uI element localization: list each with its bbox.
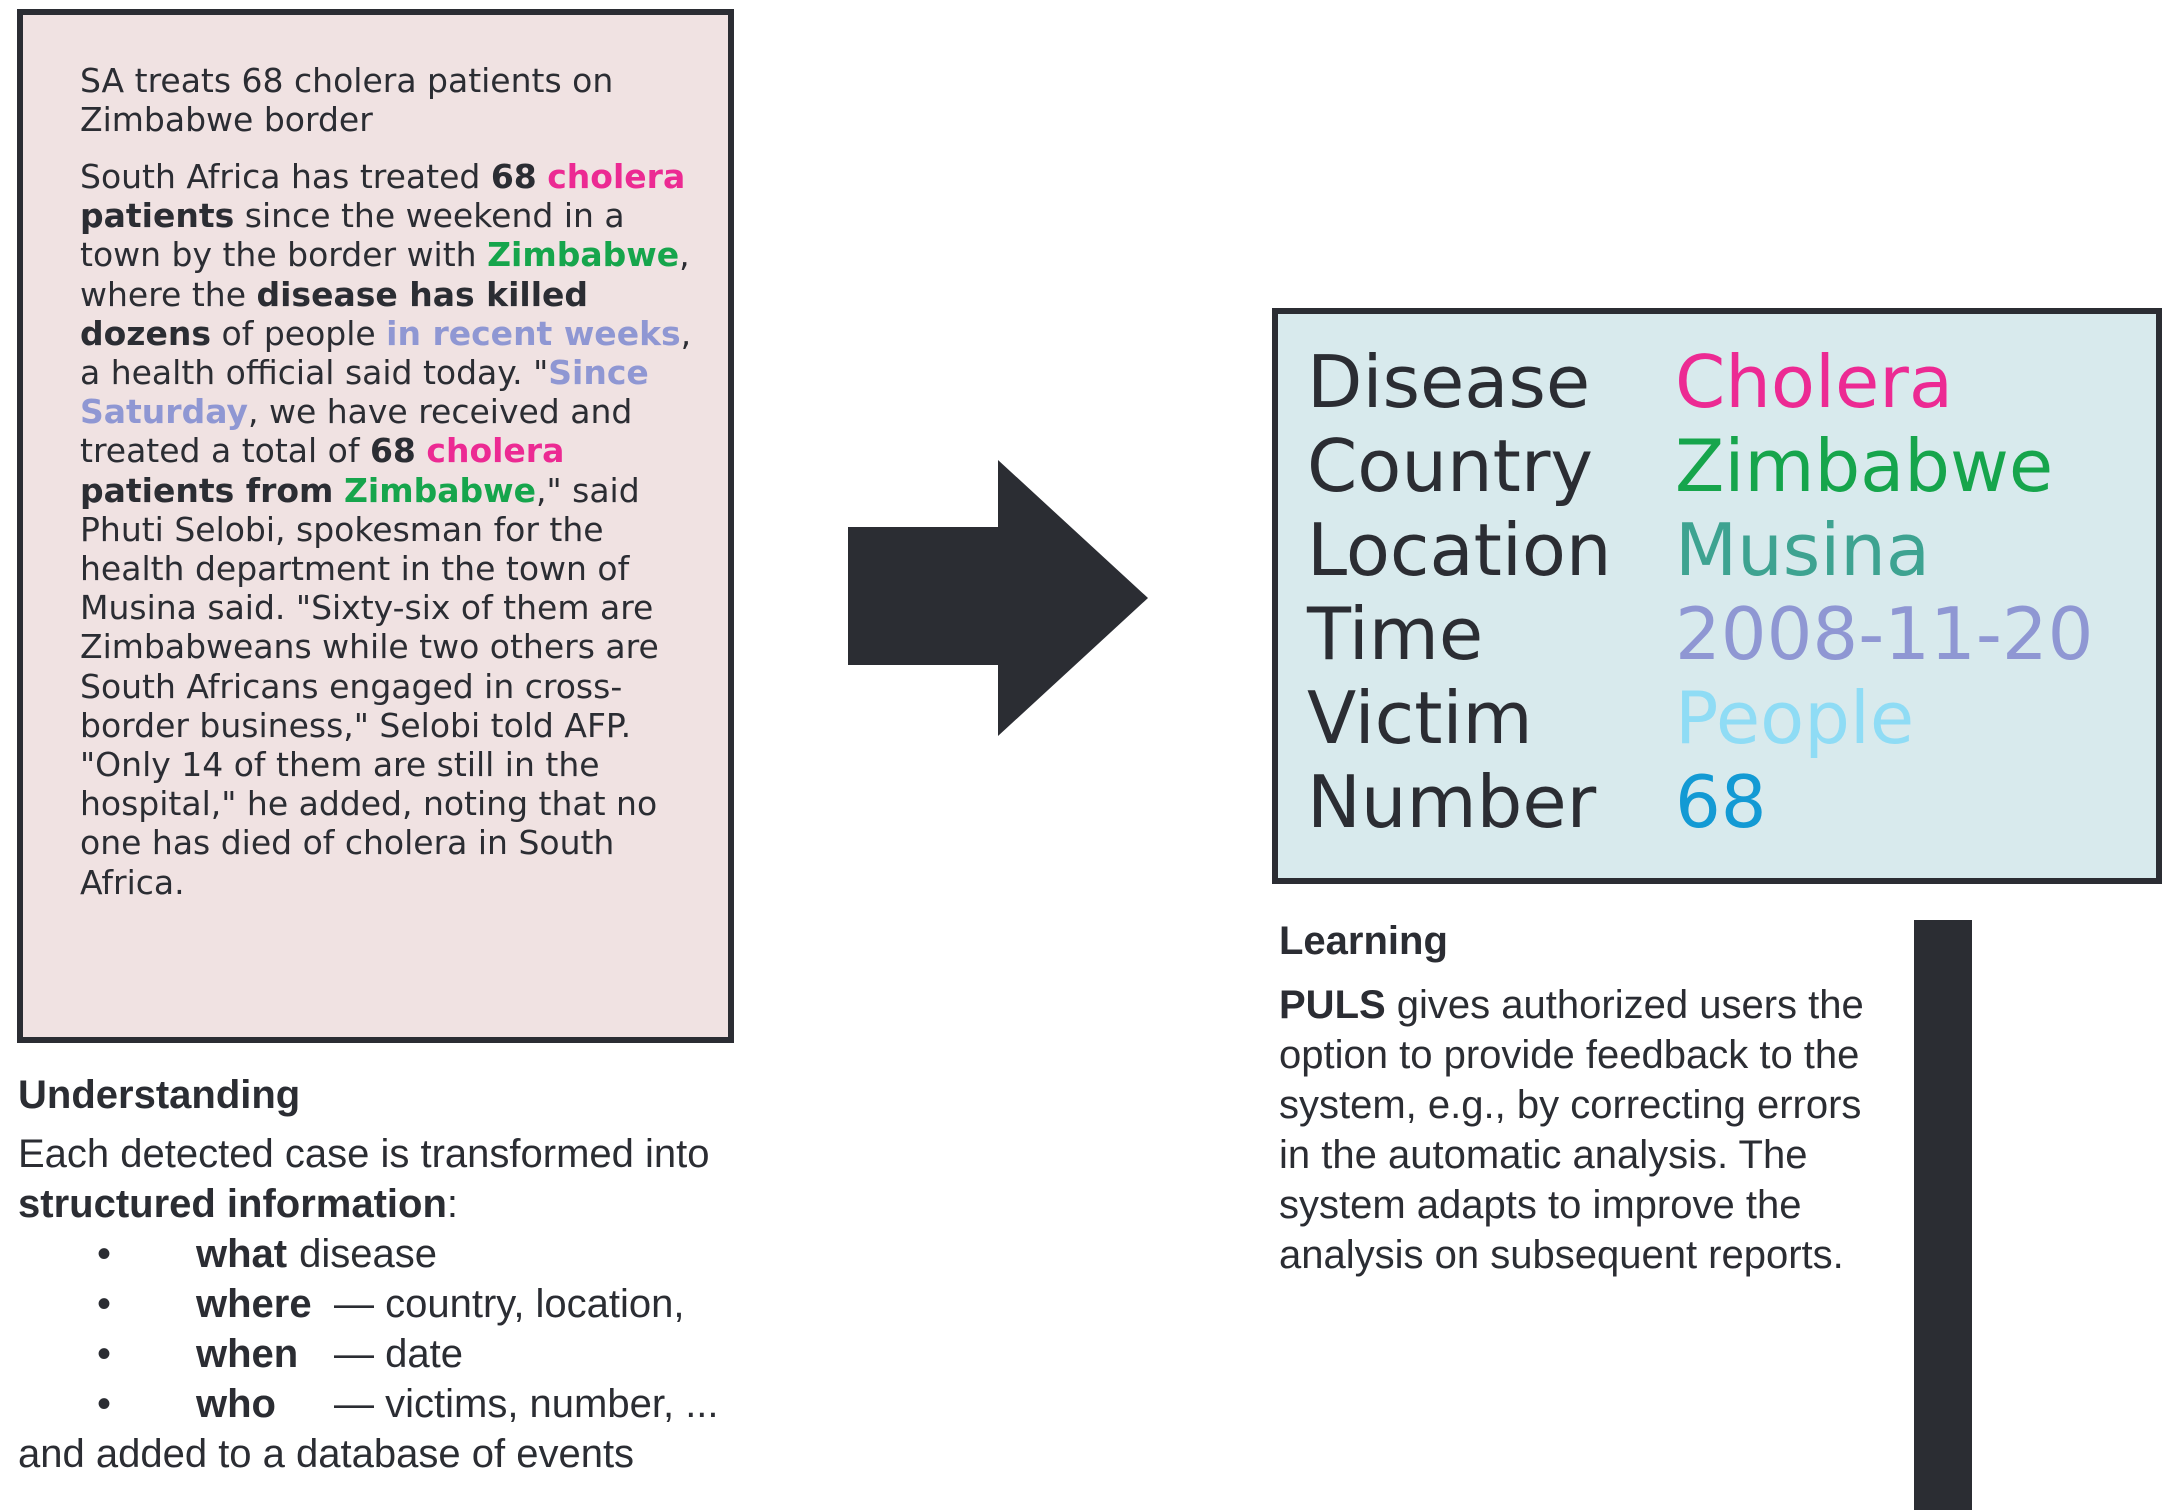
article-text: , a health official said today. " (80, 313, 692, 393)
bullet-marker: • (97, 1332, 112, 1376)
article-text: South Africa has treated (80, 157, 491, 196)
intro-colon: : (446, 1182, 459, 1226)
field-label: Time (1307, 592, 1484, 676)
article-body: South Africa has treated 68 cholera pati… (80, 157, 698, 902)
article-text: since the weekend in a town by the borde… (80, 196, 625, 275)
highlight-bold: 68 (490, 157, 537, 196)
record-row-disease: Disease Cholera (1307, 340, 2156, 424)
right-arrow-icon (848, 460, 1148, 736)
understanding-title: Understanding (18, 1073, 301, 1117)
bullet-text: — country, location, (334, 1282, 685, 1326)
intro-emphasis: structured information (18, 1182, 447, 1226)
bullet-who: • who — victims, number, ... (18, 1379, 798, 1429)
article-headline: SA treats 68 cholera patients on Zimbabw… (80, 61, 614, 139)
article-text (537, 157, 548, 196)
understanding-section: Understanding Each detected case is tran… (18, 1070, 798, 1479)
record-row-time: Time 2008-11-20 (1307, 592, 2156, 676)
bullet-text: — date (334, 1332, 463, 1376)
field-label: Disease (1307, 340, 1591, 424)
understanding-intro: Each detected case is transformed into s… (18, 1129, 798, 1229)
bullet-text: — victims, number, ... (334, 1382, 719, 1426)
field-value: 2008-11-20 (1675, 592, 2094, 676)
highlight-country: Zimbabwe (487, 235, 680, 275)
record-row-victim: Victim People (1307, 676, 2156, 760)
learning-title: Learning (1279, 919, 1448, 963)
field-value: Cholera (1675, 340, 1953, 424)
article-text (416, 431, 427, 470)
learning-section: Learning PULS gives authorized users the… (1279, 916, 1879, 1280)
vertical-bar-divider (1914, 920, 1972, 1510)
highlight-disease: cholera (426, 431, 565, 471)
highlight-time: Since Saturday (80, 353, 649, 432)
field-value: Musina (1675, 508, 1931, 592)
bullet-keyword: what (196, 1232, 288, 1276)
article-text: , we have received and treated a total o… (80, 392, 633, 471)
intro-text: Each detected case is transformed into (18, 1132, 710, 1176)
highlight-disease: cholera (547, 157, 686, 196)
field-label: Location (1307, 508, 1612, 592)
article-text: ," said Phuti Selobi, spokesman for the … (80, 470, 659, 902)
bullet-keyword: who (196, 1382, 276, 1426)
bullet-marker: • (97, 1282, 112, 1326)
record-row-number: Number 68 (1307, 760, 2156, 844)
bullet-keyword: when (196, 1332, 299, 1376)
understanding-outro: and added to a database of events (18, 1432, 635, 1476)
article-text: , where the (80, 235, 690, 314)
article-text (333, 471, 344, 510)
field-value: People (1675, 676, 1915, 760)
highlight-time: in recent weeks (386, 313, 681, 353)
bullet-when: • when — date (18, 1329, 798, 1379)
field-label: Number (1307, 760, 1597, 844)
puls-name: PULS (1279, 983, 1386, 1027)
bullet-where: • where — country, location, (18, 1279, 798, 1329)
bullet-text: disease (299, 1232, 437, 1276)
bullet-marker: • (97, 1382, 112, 1426)
bullet-marker: • (97, 1232, 112, 1276)
article-text: of people (211, 313, 387, 353)
record-row-country: Country Zimbabwe (1307, 424, 2156, 508)
learning-text: PULS gives authorized users the option t… (1279, 980, 1879, 1280)
highlight-bold: patients from (80, 470, 334, 510)
learning-description: gives authorized users the option to pro… (1279, 983, 1864, 1277)
field-value: Zimbabwe (1675, 424, 2054, 508)
highlight-bold: disease has killed dozens (80, 274, 589, 353)
field-value: 68 (1675, 760, 1767, 844)
highlight-bold: patients (80, 196, 235, 236)
highlight-bold: 68 (369, 431, 416, 471)
field-label: Victim (1307, 676, 1533, 760)
highlight-country: Zimbabwe (343, 470, 536, 510)
field-label: Country (1307, 424, 1594, 508)
news-article-box: SA treats 68 cholera patients on Zimbabw… (17, 9, 734, 1043)
bullet-keyword: where (196, 1282, 312, 1326)
record-row-location: Location Musina (1307, 508, 2156, 592)
